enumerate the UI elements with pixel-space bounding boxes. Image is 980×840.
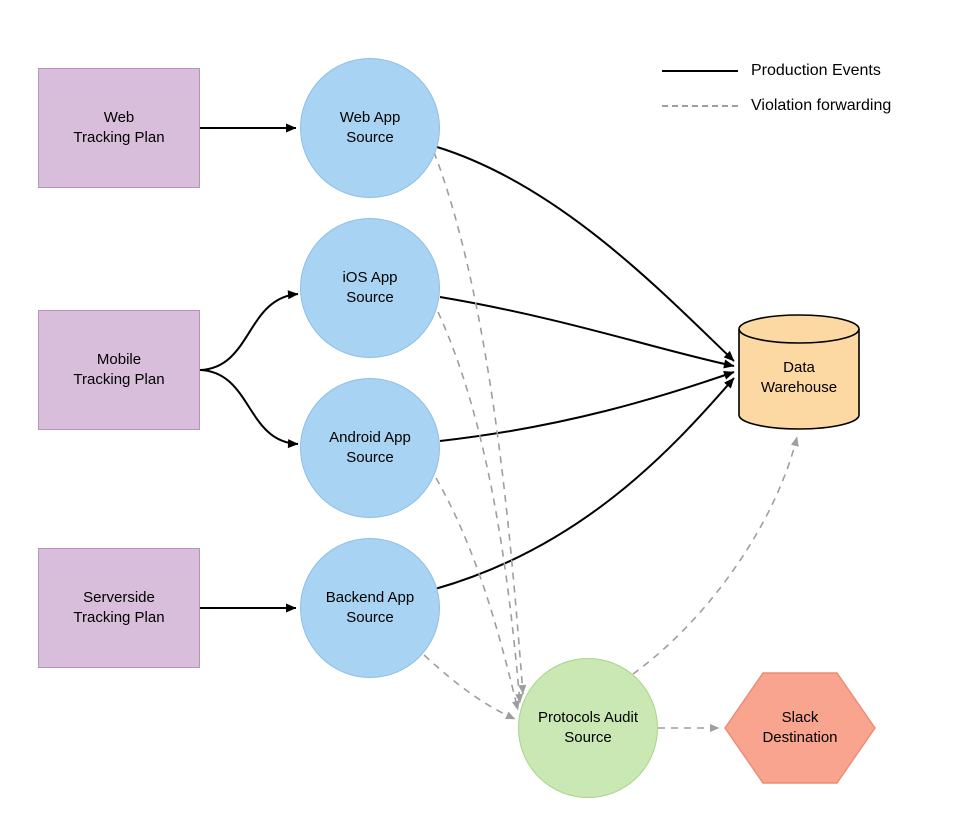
node-mobile-tracking-plan: Mobile Tracking Plan xyxy=(38,310,200,430)
node-backend-app-source: Backend App Source xyxy=(300,538,440,678)
node-label: Mobile Tracking Plan xyxy=(73,350,165,388)
node-serverside-tracking-plan: Serverside Tracking Plan xyxy=(38,548,200,668)
node-label: iOS App Source xyxy=(342,268,398,306)
node-ios-app-source: iOS App Source xyxy=(300,218,440,358)
node-web-app-source: Web App Source xyxy=(300,58,440,198)
edge-mobile-tracking-plan-to-android-app-source xyxy=(199,369,299,449)
cylinder-shape-icon xyxy=(738,314,860,430)
node-label: Protocols Audit Source xyxy=(537,708,639,746)
edge-web-app-source-to-data-warehouse xyxy=(436,146,735,362)
edge-android-app-source-to-data-warehouse xyxy=(439,371,735,442)
legend-item-production-events: Production Events xyxy=(662,61,891,81)
node-slack-destination: Slack Destination xyxy=(724,672,876,784)
edge-ios-app-source-to-protocols-audit-source xyxy=(437,311,524,704)
node-label: Web Tracking Plan xyxy=(73,108,165,146)
node-label: Android App Source xyxy=(329,428,411,466)
edge-mobile-tracking-plan-to-ios-app-source xyxy=(199,290,299,371)
node-label: Serverside Tracking Plan xyxy=(73,588,165,626)
legend-label: Production Events xyxy=(751,62,881,79)
legend: Production Events Violation forwarding xyxy=(662,61,891,131)
node-label: Web App Source xyxy=(339,108,401,146)
hexagon-shape-icon xyxy=(724,672,876,784)
edge-backend-app-source-to-protocols-audit-source xyxy=(423,654,516,720)
edge-backend-app-source-to-data-warehouse xyxy=(434,377,735,590)
node-label: Data Warehouse xyxy=(760,358,838,396)
edge-android-app-source-to-protocols-audit-source xyxy=(435,477,520,711)
legend-item-violation-forwarding: Violation forwarding xyxy=(662,96,891,116)
legend-label: Violation forwarding xyxy=(751,97,892,114)
dashed-line-sample-icon xyxy=(662,105,738,107)
edge-ios-app-source-to-data-warehouse xyxy=(439,296,735,369)
edge-web-app-source-to-protocols-audit-source xyxy=(433,151,527,695)
node-web-tracking-plan: Web Tracking Plan xyxy=(38,68,200,188)
node-android-app-source: Android App Source xyxy=(300,378,440,518)
node-data-warehouse: Data Warehouse xyxy=(737,313,861,431)
node-label: Slack Destination xyxy=(762,708,838,746)
node-label: Backend App Source xyxy=(325,588,415,626)
solid-line-sample-icon xyxy=(662,70,738,72)
edge-protocols-audit-source-to-data-warehouse xyxy=(632,436,799,675)
node-protocols-audit-source: Protocols Audit Source xyxy=(518,658,658,798)
